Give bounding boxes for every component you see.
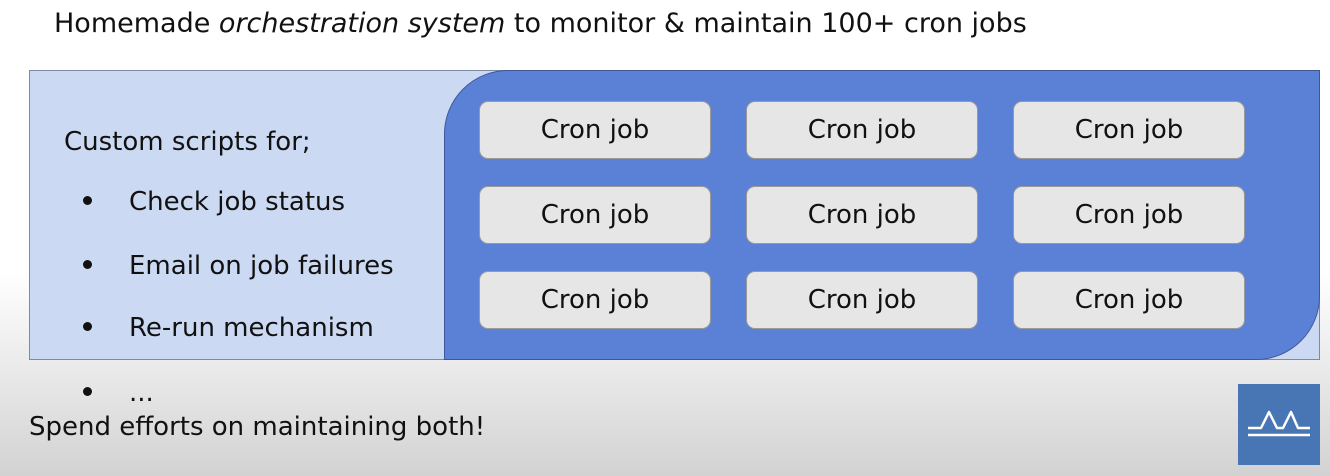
bullet-item: ...: [83, 375, 154, 411]
waveform-logo-icon: [1238, 384, 1320, 465]
cron-job-box: Cron job: [746, 271, 978, 329]
cron-job-box: Cron job: [1013, 186, 1245, 244]
bullet-dot-icon: [83, 260, 92, 269]
cron-jobs-zone: Cron job Cron job Cron job Cron job Cron…: [444, 70, 1320, 360]
title-text-emphasis: orchestration system: [218, 8, 506, 39]
cron-job-box: Cron job: [479, 101, 711, 159]
cron-job-box: Cron job: [746, 101, 978, 159]
bullet-text: ...: [129, 378, 154, 408]
bullet-text: Email on job failures: [129, 251, 394, 281]
title-text-end: to monitor & maintain 100+ cron jobs: [505, 8, 1027, 39]
cron-job-box: Cron job: [1013, 101, 1245, 159]
scripts-heading: Custom scripts for;: [64, 127, 311, 157]
cron-job-box: Cron job: [479, 271, 711, 329]
bullet-item: Re-run mechanism: [83, 310, 374, 346]
bullet-dot-icon: [83, 196, 92, 205]
bullet-text: Re-run mechanism: [129, 313, 374, 343]
bullet-dot-icon: [83, 322, 92, 331]
bullet-item: Check job status: [83, 184, 345, 220]
bullet-text: Check job status: [129, 187, 346, 217]
bullet-dot-icon: [83, 387, 92, 396]
cron-job-box: Cron job: [746, 186, 978, 244]
footer-text: Spend efforts on maintaining both!: [29, 412, 486, 442]
slide-title: Homemade orchestration system to monitor…: [54, 6, 1027, 42]
cron-job-box: Cron job: [1013, 271, 1245, 329]
cron-job-box: Cron job: [479, 186, 711, 244]
bullet-item: Email on job failures: [83, 248, 394, 284]
title-text-start: Homemade: [54, 8, 219, 39]
